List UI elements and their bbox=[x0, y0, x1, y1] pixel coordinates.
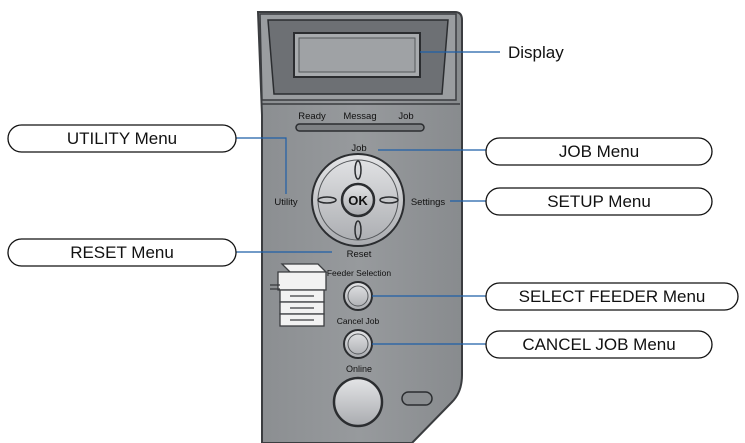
job-menu-label: JOB Menu bbox=[559, 142, 639, 161]
setup-menu-label: SETUP Menu bbox=[547, 192, 651, 211]
nav-down-arrow[interactable] bbox=[354, 220, 362, 240]
reset-menu-label: RESET Menu bbox=[70, 243, 174, 262]
nav-right-arrow[interactable] bbox=[379, 196, 399, 204]
nav-left-label: Utility bbox=[274, 197, 297, 208]
utility-menu-callout: UTILITY Menu bbox=[7, 124, 237, 153]
cancel-job-menu-label: CANCEL JOB Menu bbox=[522, 335, 675, 354]
ok-button[interactable] bbox=[340, 182, 376, 218]
online-button[interactable] bbox=[332, 376, 384, 428]
nav-up-label: Job bbox=[351, 143, 366, 154]
cancel-job-label: Cancel Job bbox=[337, 316, 380, 326]
reset-menu-callout: RESET Menu bbox=[7, 238, 237, 267]
cancel-job-menu-callout: CANCEL JOB Menu bbox=[485, 330, 713, 359]
message-indicator-label: Messag bbox=[343, 111, 376, 122]
ready-indicator-label: Ready bbox=[298, 111, 326, 122]
indicator-strip bbox=[295, 123, 425, 132]
setup-menu-callout: SETUP Menu bbox=[485, 187, 713, 216]
select-feeder-menu-label: SELECT FEEDER Menu bbox=[519, 287, 706, 306]
leader-lines bbox=[236, 51, 500, 345]
nav-left-arrow[interactable] bbox=[317, 196, 337, 204]
select-feeder-menu-callout: SELECT FEEDER Menu bbox=[485, 282, 739, 311]
online-label: Online bbox=[346, 364, 372, 374]
nav-right-label: Settings bbox=[411, 197, 446, 208]
job-menu-callout: JOB Menu bbox=[485, 137, 713, 166]
display-callout: Display bbox=[508, 43, 564, 62]
online-indicator-slot bbox=[401, 391, 433, 406]
nav-down-label: Reset bbox=[347, 249, 372, 260]
nav-up-arrow[interactable] bbox=[354, 160, 362, 180]
utility-menu-label: UTILITY Menu bbox=[67, 129, 177, 148]
job-indicator-label: Job bbox=[398, 111, 413, 122]
ok-button-label: OK bbox=[348, 193, 368, 208]
printer-feeder-icon bbox=[270, 263, 328, 327]
feeder-selection-label: Feeder Selection bbox=[327, 268, 392, 278]
